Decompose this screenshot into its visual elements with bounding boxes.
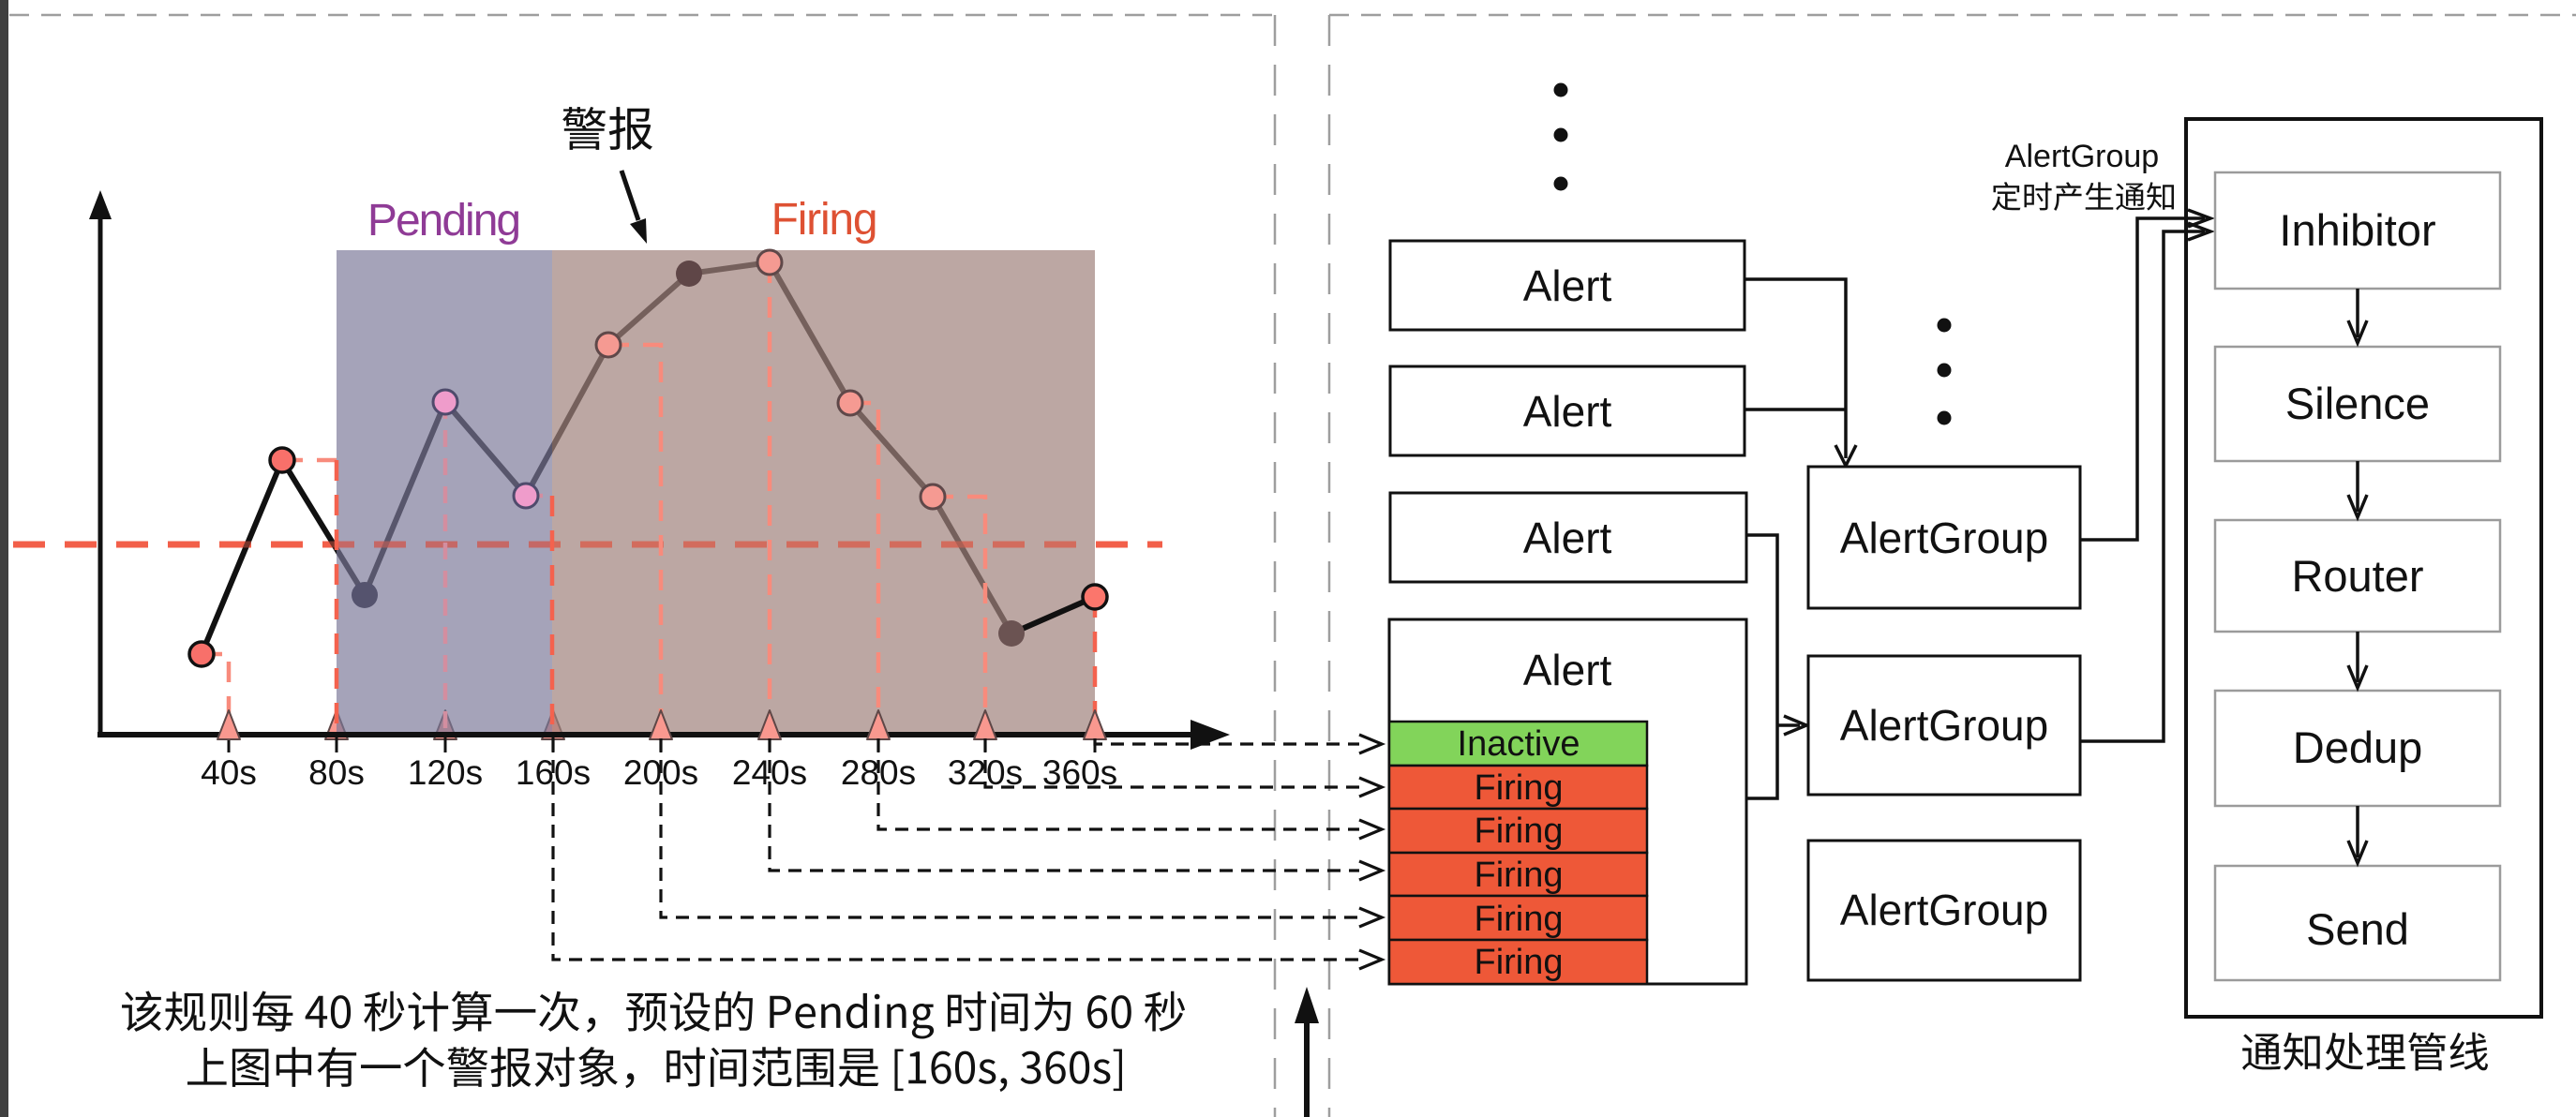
svg-text:AlertGroup: AlertGroup — [1840, 514, 2048, 562]
svg-text:Firing: Firing — [1474, 856, 1563, 895]
svg-text:Firing: Firing — [1474, 943, 1563, 982]
svg-text:AlertGroup: AlertGroup — [2005, 139, 2159, 174]
svg-text:80s: 80s — [308, 753, 365, 792]
svg-text:Alert: Alert — [1523, 514, 1612, 562]
svg-text:Firing: Firing — [1474, 812, 1563, 851]
svg-text:Send: Send — [2306, 904, 2409, 954]
svg-text:Router: Router — [2291, 551, 2423, 601]
svg-text:Firing: Firing — [1474, 768, 1563, 808]
svg-text:Inhibitor: Inhibitor — [2279, 205, 2435, 255]
svg-text:360s: 360s — [1042, 753, 1117, 792]
svg-text:Silence: Silence — [2285, 379, 2430, 428]
svg-text:Firing: Firing — [771, 195, 877, 245]
svg-text:Dedup: Dedup — [2293, 722, 2423, 772]
svg-text:Alert: Alert — [1523, 646, 1612, 694]
svg-text:AlertGroup: AlertGroup — [1840, 701, 2048, 750]
svg-text:Alert: Alert — [1523, 387, 1612, 436]
svg-text:40s: 40s — [201, 753, 257, 792]
svg-text:Firing: Firing — [1474, 900, 1563, 939]
svg-text:Alert: Alert — [1523, 261, 1612, 310]
svg-text:120s: 120s — [408, 753, 483, 792]
svg-text:AlertGroup: AlertGroup — [1840, 886, 2048, 934]
svg-text:Inactive: Inactive — [1458, 724, 1580, 764]
svg-text:Pending: Pending — [367, 196, 519, 246]
